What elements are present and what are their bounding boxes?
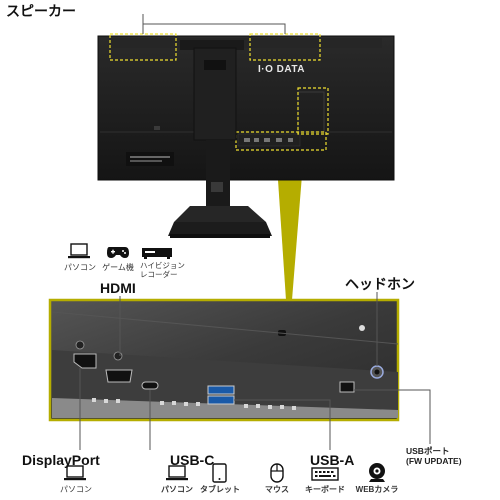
- usbc-device-label-pc: パソコン: [161, 485, 193, 494]
- recorder-icon: [142, 248, 172, 259]
- hdmi-device-label-pc: パソコン: [64, 263, 96, 272]
- usba-device-label-keyboard: キーボード: [305, 485, 345, 494]
- usb-fw-callout-line: [354, 389, 431, 444]
- displayport-port: [73, 353, 97, 369]
- usbc-device-label-tablet: タブレット: [200, 485, 240, 494]
- usb-fw-port: [339, 381, 355, 393]
- tablet-icon: [212, 463, 227, 483]
- mouse-icon: [270, 463, 284, 483]
- brand-logo: I·O DATA: [258, 64, 305, 75]
- usbc-label: USB-C: [170, 452, 215, 468]
- laptop-icon: [166, 465, 188, 481]
- keyboard-icon: [311, 467, 339, 481]
- usba-port-2: [207, 395, 235, 405]
- usbc-port: [141, 381, 159, 390]
- displayport-device-label-pc: パソコン: [60, 485, 92, 494]
- speaker-callout-line: [142, 23, 286, 34]
- hdmi-device-label-recorder-line2: レコーダー: [140, 270, 178, 279]
- laptop-icon: [68, 243, 90, 259]
- hdmi-port: [105, 369, 133, 383]
- usba-device-label-mouse: マウス: [265, 485, 289, 494]
- hdmi-label: HDMI: [100, 280, 136, 296]
- headphone-label: ヘッドホン: [345, 276, 415, 292]
- monitor-stand: [168, 40, 272, 238]
- gamepad-icon: [107, 247, 129, 258]
- laptop-icon: [64, 465, 86, 481]
- usb-port-label-line2: (FW UPDATE): [406, 456, 462, 466]
- usba-label: USB-A: [310, 452, 355, 468]
- usba-port-1: [207, 385, 235, 395]
- speaker-label: スピーカー: [6, 3, 76, 19]
- port-box-side: [297, 87, 329, 135]
- zoom-connector: [276, 150, 304, 300]
- hdmi-device-label-recorder-line1: ハイビジョン: [140, 261, 185, 270]
- usb-port-label-line1: USBポート: [406, 446, 450, 456]
- webcam-icon: [369, 463, 385, 482]
- usba-device-label-webcam: WEBカメラ: [355, 485, 399, 494]
- monitor-rear-view: [97, 35, 395, 181]
- port-box-main: [235, 131, 327, 151]
- displayport-label: DisplayPort: [22, 452, 100, 468]
- hdmi-device-label-console: ゲーム機: [102, 263, 134, 272]
- usba-callout-line: [234, 399, 331, 450]
- port-closeup-panel: [48, 298, 400, 422]
